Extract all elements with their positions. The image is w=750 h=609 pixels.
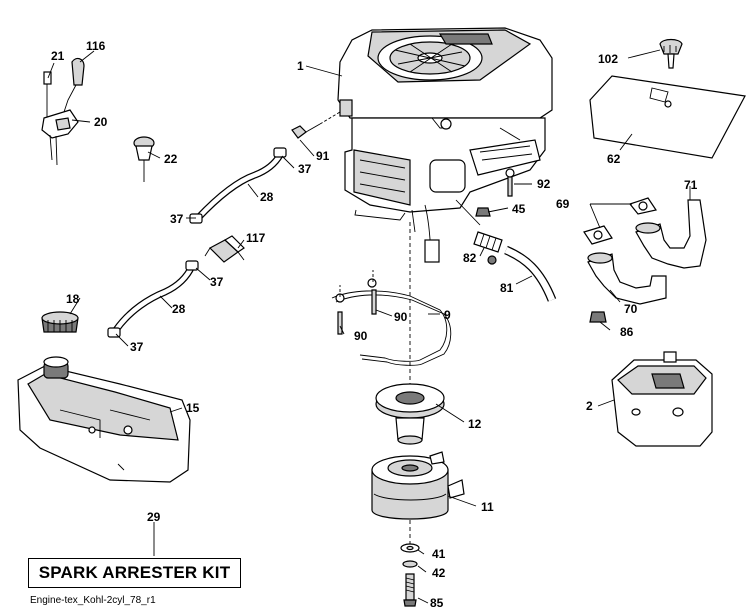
callout-42: 42 <box>432 566 446 580</box>
bolt-92 <box>505 168 515 197</box>
engine-illustration <box>337 27 553 263</box>
callout-37-upper-right: 37 <box>298 162 312 176</box>
callout-12: 12 <box>468 417 482 431</box>
callout-22: 22 <box>164 152 178 166</box>
callout-21: 21 <box>51 49 65 63</box>
callout-28-upper: 28 <box>260 190 274 204</box>
callout-82: 82 <box>463 251 477 265</box>
callout-37-lower: 37 <box>130 340 144 354</box>
pto-clutch-11 <box>371 451 465 520</box>
callout-85: 85 <box>430 596 444 609</box>
callout-9: 9 <box>444 308 451 322</box>
washer-41 <box>400 543 420 553</box>
callout-90-lower: 90 <box>354 329 368 343</box>
throttle-cable-9 <box>331 270 452 366</box>
washer-42 <box>402 560 418 568</box>
callout-18: 18 <box>66 292 80 306</box>
heat-shield-62 <box>589 75 746 159</box>
callout-117: 117 <box>246 231 266 245</box>
muffler-2 <box>611 351 713 447</box>
callout-45: 45 <box>512 202 526 216</box>
callout-102: 102 <box>598 52 618 66</box>
fuel-line-upper <box>189 147 287 224</box>
gasket-69b <box>628 197 657 215</box>
throttle-control-illustration <box>41 57 85 166</box>
callout-37-upper-left: 37 <box>170 212 184 226</box>
callout-41: 41 <box>432 547 446 561</box>
nut-45 <box>475 207 491 217</box>
breather-hose-81 <box>504 245 557 302</box>
fuel-tank-15 <box>17 356 191 483</box>
fuel-cap-18 <box>41 311 79 333</box>
callout-28-lower: 28 <box>172 302 186 316</box>
callout-labels: 1 116 21 20 22 91 37 28 37 117 37 28 18 … <box>51 39 698 609</box>
diagram-id-caption: Engine-tex_Kohl-2cyl_78_r1 <box>30 595 156 606</box>
exhaust-pipe-71 <box>635 199 707 269</box>
callout-15: 15 <box>186 401 200 415</box>
callout-29: 29 <box>147 510 161 524</box>
callout-116: 116 <box>86 39 106 53</box>
spark-arrester-kit-label: SPARK ARRESTER KIT <box>28 558 241 588</box>
fuel-line-lower <box>107 260 199 338</box>
callout-11: 11 <box>481 500 494 514</box>
bolt-85 <box>403 573 417 607</box>
callout-91: 91 <box>316 149 330 163</box>
callout-2: 2 <box>586 399 593 413</box>
callout-20: 20 <box>94 115 108 129</box>
callout-70: 70 <box>624 302 638 316</box>
callout-90-upper: 90 <box>394 310 408 324</box>
nut-86 <box>589 311 607 323</box>
callout-1: 1 <box>297 59 304 73</box>
fuel-filter-117 <box>204 235 245 263</box>
connector-82 <box>473 231 503 265</box>
knob-102 <box>659 38 683 69</box>
callout-81: 81 <box>500 281 514 295</box>
callout-62: 62 <box>607 152 621 166</box>
exhaust-pipe-70 <box>587 252 667 305</box>
shutoff-valve-22-illustration <box>133 136 155 182</box>
callout-92: 92 <box>537 177 551 191</box>
callout-37-middle: 37 <box>210 275 224 289</box>
callout-71: 71 <box>684 178 698 192</box>
leader-lines <box>47 49 691 604</box>
fitting-91 <box>291 111 341 139</box>
pulley-12 <box>375 383 445 445</box>
callout-69: 69 <box>556 197 570 211</box>
callout-86: 86 <box>620 325 634 339</box>
gasket-69a <box>583 225 613 245</box>
